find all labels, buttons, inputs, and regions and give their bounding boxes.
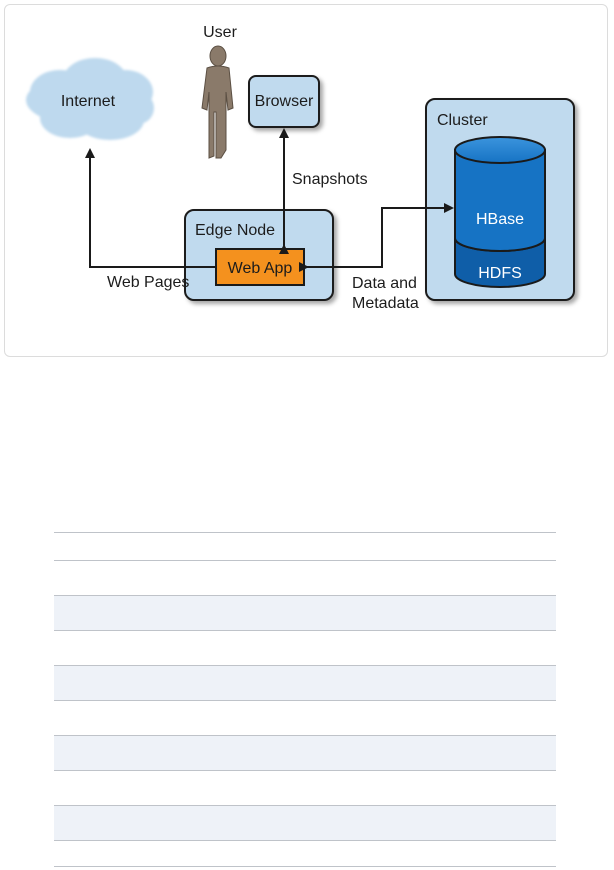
architecture-diagram: Internet User Browser Edge Node Web App bbox=[26, 24, 575, 312]
table-row bbox=[54, 560, 556, 595]
web-app-label: Web App bbox=[228, 260, 293, 277]
edge-node-label: Edge Node bbox=[195, 222, 275, 239]
table-row bbox=[54, 665, 556, 700]
empty-table bbox=[54, 532, 556, 868]
internet-label: Internet bbox=[61, 93, 116, 110]
user-icon: User bbox=[201, 24, 238, 159]
browser-node: Browser bbox=[248, 75, 320, 128]
metadata-label: Metadata bbox=[352, 295, 419, 312]
table-row bbox=[54, 700, 556, 735]
table-row bbox=[54, 532, 556, 560]
data-metadata-arrow: Data and Metadata bbox=[299, 203, 454, 312]
user-label: User bbox=[203, 24, 237, 41]
table-row bbox=[54, 595, 556, 630]
cluster-label: Cluster bbox=[437, 112, 488, 129]
table-row bbox=[54, 630, 556, 665]
table-row bbox=[54, 770, 556, 805]
database-cylinder-icon: HBase HDFS bbox=[454, 136, 546, 288]
snapshots-label: Snapshots bbox=[292, 171, 368, 188]
web-pages-label: Web Pages bbox=[107, 274, 189, 291]
hdfs-label: HDFS bbox=[478, 265, 522, 282]
data-and-label: Data and bbox=[352, 275, 417, 292]
snapshots-arrow: Snapshots bbox=[279, 128, 368, 254]
web-app-node: Web App bbox=[215, 248, 305, 286]
table-row bbox=[54, 840, 556, 867]
web-pages-arrow: Web Pages bbox=[85, 148, 216, 291]
table-row bbox=[54, 735, 556, 770]
table-row bbox=[54, 805, 556, 840]
browser-label: Browser bbox=[255, 93, 314, 110]
internet-cloud: Internet bbox=[26, 58, 154, 140]
hbase-label: HBase bbox=[476, 211, 524, 228]
